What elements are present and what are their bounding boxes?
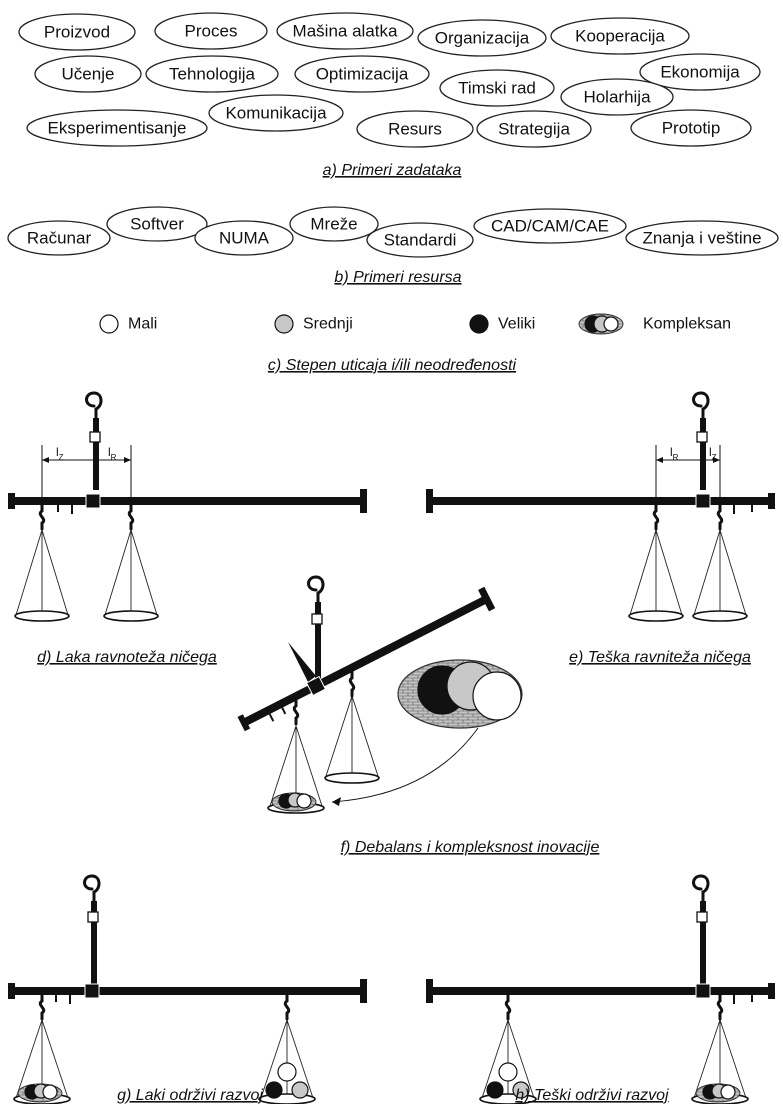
legend-swatch-large bbox=[469, 314, 489, 334]
hanger-hook-icon bbox=[85, 391, 103, 420]
caption-b: b) Primeri resursa bbox=[334, 269, 461, 286]
resource-ellipse: Standardi bbox=[366, 222, 474, 258]
legend-label-complex: Kompleksan bbox=[643, 316, 731, 333]
task-label: Holarhija bbox=[583, 88, 651, 107]
task-label: Kooperacija bbox=[575, 27, 665, 46]
caption-g: g) Laki održivi razvoj bbox=[117, 1087, 263, 1104]
task-ellipse: Strategija bbox=[476, 110, 592, 148]
task-label: Tehnologija bbox=[169, 65, 256, 84]
resource-label: CAD/CAM/CAE bbox=[491, 217, 609, 236]
resource-ellipse: Mreže bbox=[289, 206, 379, 242]
hanger-hook-icon bbox=[692, 391, 710, 420]
hanger-hook-icon bbox=[692, 874, 710, 903]
task-ellipse: Optimizacija bbox=[294, 55, 430, 93]
resource-ellipse: Znanja i veštine bbox=[625, 220, 779, 256]
task-ellipse: Mašina alatka bbox=[276, 12, 414, 50]
task-label: Organizacija bbox=[435, 29, 530, 48]
resource-label: Mreže bbox=[310, 215, 357, 234]
caption-h: h) Teški održivi razvoj bbox=[515, 1087, 669, 1104]
task-label: Strategija bbox=[498, 120, 570, 139]
legend-label-small: Mali bbox=[128, 316, 157, 333]
legend-label-medium: Srednji bbox=[303, 316, 353, 333]
task-label: Eksperimentisanje bbox=[48, 119, 187, 138]
task-ellipse: Učenje bbox=[34, 55, 142, 93]
task-ellipse: Tehnologija bbox=[145, 55, 279, 93]
resource-ellipse: Računar bbox=[7, 220, 111, 256]
legend-label-large: Veliki bbox=[498, 316, 535, 333]
task-ellipse: Resurs bbox=[356, 110, 474, 148]
caption-c: c) Stepen uticaja i/ili neodređenosti bbox=[268, 357, 517, 374]
task-ellipse: Timski rad bbox=[439, 69, 555, 107]
task-label: Učenje bbox=[62, 65, 115, 84]
resource-label: Softver bbox=[130, 215, 184, 234]
task-ellipse: Organizacija bbox=[417, 19, 547, 57]
caption-d: d) Laka ravnoteža ničega bbox=[37, 649, 217, 666]
arm-label-z: lZ bbox=[709, 445, 717, 462]
arm-label-r: lR bbox=[108, 445, 117, 462]
task-ellipse: Proizvod bbox=[18, 13, 136, 51]
task-label: Timski rad bbox=[458, 79, 536, 98]
resource-label: Znanja i veštine bbox=[642, 229, 761, 248]
task-label: Prototip bbox=[662, 119, 721, 138]
scale-heavy-balance: lR lZ bbox=[426, 391, 775, 622]
caption-e: e) Teška ravniteža ničega bbox=[569, 649, 751, 666]
task-label: Komunikacija bbox=[225, 104, 327, 123]
legend: Mali Srednji Veliki Kompleksan bbox=[99, 313, 731, 335]
task-ellipse: Proces bbox=[154, 12, 268, 50]
scale-heavy-sustainable bbox=[426, 874, 775, 1104]
caption-f: f) Debalans i kompleksnost inovacije bbox=[341, 839, 600, 856]
task-ellipse: Holarhija bbox=[560, 78, 674, 116]
caption-a: a) Primeri zadataka bbox=[323, 162, 462, 179]
task-examples: Proizvod Proces Mašina alatka Organizaci… bbox=[18, 12, 761, 148]
task-label: Proces bbox=[185, 22, 238, 41]
resource-ellipse: NUMA bbox=[194, 220, 294, 256]
scale-imbalance bbox=[237, 575, 523, 814]
resource-ellipse: CAD/CAM/CAE bbox=[473, 208, 627, 244]
task-label: Optimizacija bbox=[316, 65, 409, 84]
arm-label-z: lZ bbox=[56, 445, 64, 462]
scale-light-sustainable bbox=[8, 874, 367, 1104]
legend-swatch-small bbox=[99, 314, 119, 334]
task-ellipse: Eksperimentisanje bbox=[26, 109, 208, 147]
resource-label: Računar bbox=[27, 229, 92, 248]
scale-light-balance: lZ lR bbox=[8, 391, 367, 622]
task-ellipse: Kooperacija bbox=[550, 17, 690, 55]
legend-swatch-medium bbox=[274, 314, 294, 334]
task-ellipse: Prototip bbox=[630, 109, 752, 147]
task-label: Ekonomija bbox=[660, 63, 740, 82]
hanger-hook-icon bbox=[83, 874, 101, 903]
resource-examples: Računar Softver NUMA Mreže Standardi CAD… bbox=[7, 206, 779, 258]
task-ellipse: Komunikacija bbox=[208, 94, 344, 132]
arm-label-r: lR bbox=[670, 445, 679, 462]
resource-label: Standardi bbox=[384, 231, 457, 250]
task-ellipse: Ekonomija bbox=[639, 53, 761, 91]
resource-ellipse: Softver bbox=[106, 206, 208, 242]
task-label: Mašina alatka bbox=[293, 22, 398, 41]
resource-label: NUMA bbox=[219, 229, 270, 248]
legend-swatch-complex bbox=[578, 313, 624, 335]
hanger-hook-icon bbox=[307, 575, 325, 604]
task-label: Resurs bbox=[388, 120, 442, 139]
task-label: Proizvod bbox=[44, 23, 110, 42]
complexity-magnified bbox=[397, 659, 523, 729]
